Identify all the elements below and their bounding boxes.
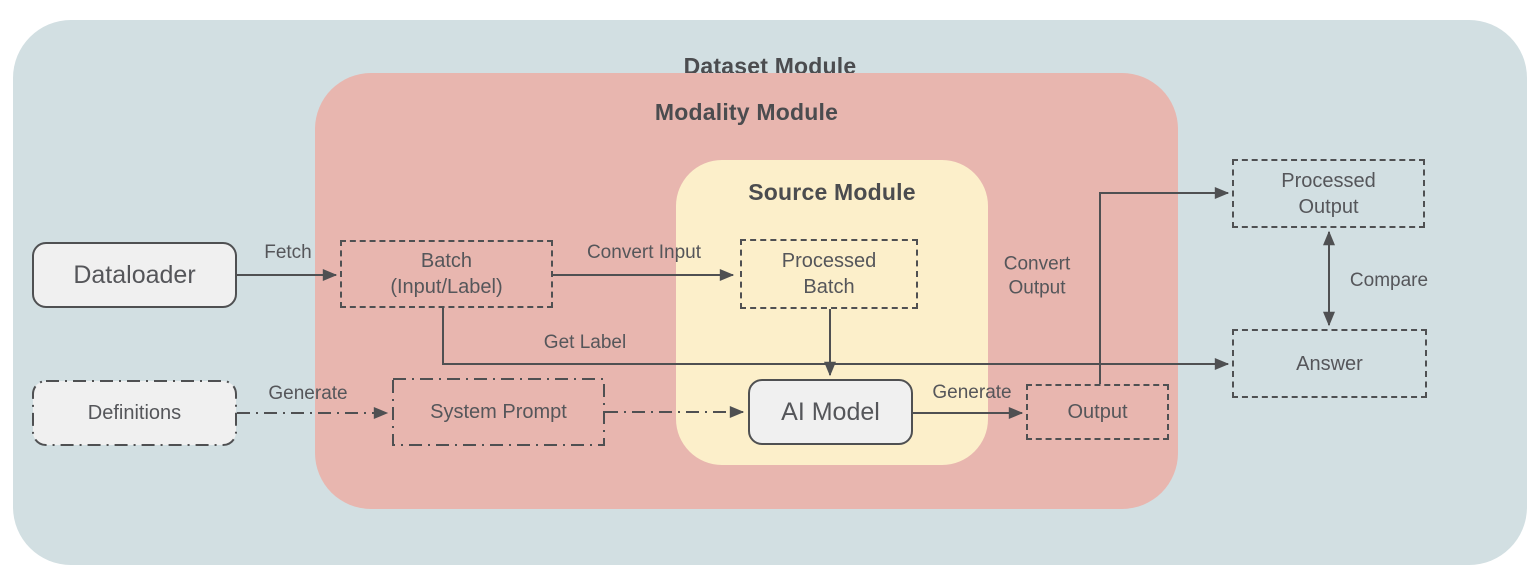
batch-label: Batch (Input/Label) (390, 250, 503, 298)
dataloader-label: Dataloader (73, 260, 196, 289)
system-prompt-node: System Prompt (392, 378, 605, 446)
convert-output-edge (1099, 187, 1230, 384)
output-node: Output (1026, 384, 1169, 440)
convert-input-edge-label: Convert Input (586, 242, 702, 264)
definitions-node: Definitions (32, 380, 237, 446)
ai-model-node: AI Model (748, 379, 913, 445)
processed-output-label: Processed Output (1281, 169, 1376, 218)
get-label-edge-label: Get Label (543, 332, 627, 354)
modality-module-title: Modality Module (654, 99, 839, 125)
get-label-edge (442, 308, 1230, 370)
system-prompt-node-border (392, 378, 605, 446)
processed-batch-label: Processed Batch (781, 250, 877, 298)
answer-node: Answer (1232, 329, 1427, 398)
batch-node: Batch (Input/Label) (340, 240, 553, 308)
processed-batch-node: Processed Batch (740, 239, 918, 309)
definitions-label: Definitions (87, 402, 182, 424)
convert-output-edge-label: Convert Output (1003, 253, 1071, 298)
compare-edge-label: Compare (1349, 270, 1429, 292)
generate-definitions-edge-label: Generate (268, 383, 348, 405)
answer-label: Answer (1296, 352, 1363, 375)
output-label: Output (1067, 401, 1128, 423)
system-prompt-label: System Prompt (430, 401, 567, 423)
ai-model-label: AI Model (781, 397, 880, 426)
fetch-edge-label: Fetch (264, 242, 312, 264)
processed-output-node: Processed Output (1232, 159, 1425, 228)
generate-model-edge-label: Generate (932, 382, 1012, 404)
definitions-node-border (32, 380, 237, 446)
dataloader-node: Dataloader (32, 242, 237, 308)
source-module-title: Source Module (748, 179, 916, 205)
